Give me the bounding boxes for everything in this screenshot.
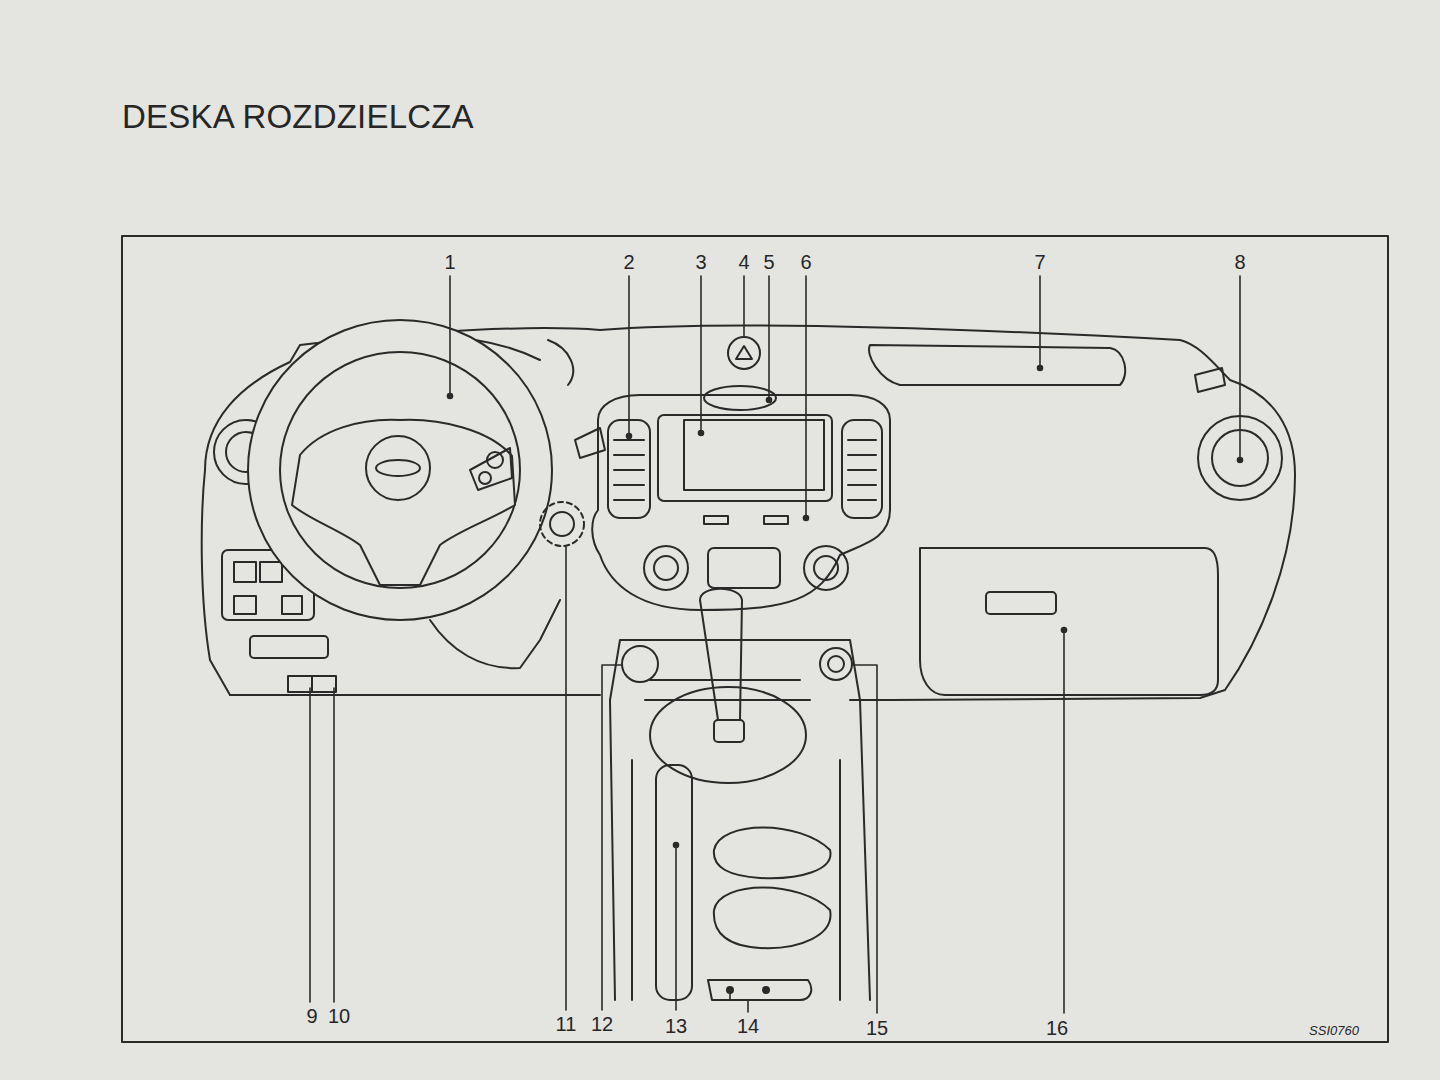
- callout-number: 6: [799, 251, 812, 273]
- callout-number: 15: [865, 1017, 889, 1039]
- callout-number: 1: [443, 251, 456, 273]
- steering-wheel: [248, 320, 605, 620]
- callout-number: 7: [1033, 251, 1046, 273]
- callout-number: 11: [555, 1013, 578, 1035]
- callout-number: 9: [305, 1005, 318, 1027]
- callout-number: 3: [694, 251, 707, 273]
- callout-number: 2: [622, 251, 635, 273]
- callout-number: 12: [590, 1013, 614, 1035]
- callout-number: 14: [736, 1015, 760, 1037]
- frame: [122, 236, 1388, 1042]
- callout-number: 10: [327, 1005, 351, 1027]
- gear-and-tunnel: [610, 589, 870, 1000]
- callout-number: 16: [1045, 1017, 1069, 1039]
- callout-number: 13: [664, 1015, 688, 1037]
- figure-code: SSI0760: [1309, 1024, 1359, 1037]
- steering-column: [430, 502, 584, 668]
- callout-number: 4: [737, 251, 750, 273]
- dashboard-outline: [202, 326, 1295, 700]
- passenger-side: [869, 345, 1218, 695]
- page-title: DESKA ROZDZIELCZA: [122, 100, 474, 133]
- center-console: [592, 337, 890, 610]
- leader-lines: [310, 276, 1243, 1013]
- callout-number: 5: [762, 251, 775, 273]
- callout-number: 8: [1233, 251, 1246, 273]
